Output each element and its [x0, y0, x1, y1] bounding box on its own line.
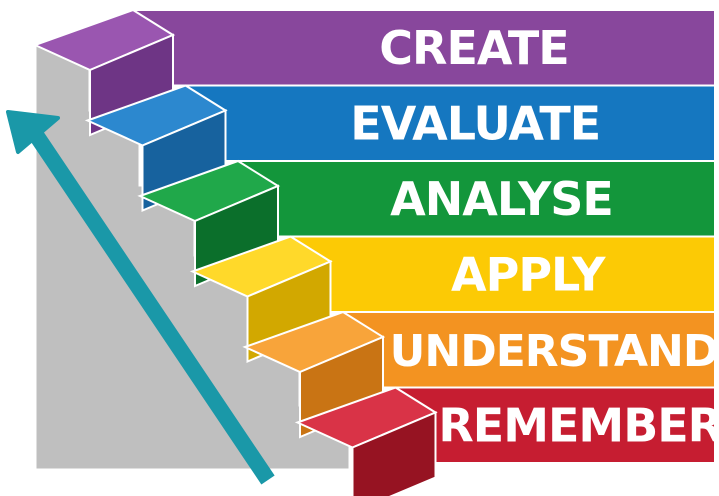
label-analyse: ANALYSE — [390, 172, 613, 226]
levels-group: CREATE EVALUATE ANALYSE APPLY UNDERSTAND REME… — [32, 8, 719, 496]
label-evaluate: EVALUATE — [350, 96, 600, 150]
upward-arrow-icon — [6, 110, 275, 485]
label-remember: REMEMBER — [438, 398, 719, 452]
step-front-remember — [351, 410, 437, 496]
label-understand: UNDERSTAND — [390, 326, 719, 377]
label-create: CREATE — [379, 21, 568, 75]
label-apply: APPLY — [451, 247, 606, 301]
